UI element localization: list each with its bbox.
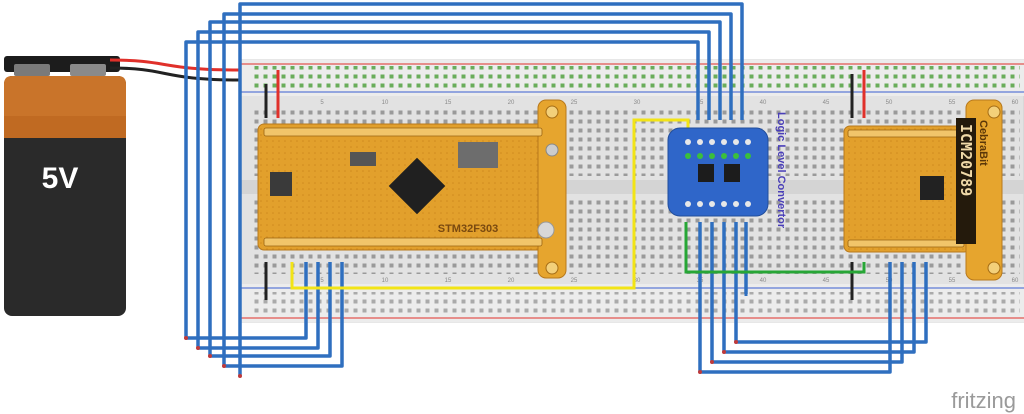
yellow-wire xyxy=(290,118,690,290)
sensor-board: CebraBit ICM20789 xyxy=(843,99,1003,281)
rail-jumpers xyxy=(264,70,866,300)
column-number-top-35: 35 xyxy=(697,100,704,106)
column-number-bottom-40: 40 xyxy=(760,278,767,284)
column-number-top-45: 45 xyxy=(823,100,830,106)
battery-leads xyxy=(109,58,241,82)
column-number-top-30: 30 xyxy=(634,100,641,106)
column-number-top-10: 10 xyxy=(382,100,389,106)
column-number-top-20: 20 xyxy=(508,100,515,106)
column-number-top-50: 50 xyxy=(886,100,893,106)
mcu-label: STM32F303 xyxy=(438,223,499,235)
column-number-bottom-45: 45 xyxy=(823,278,830,284)
wire-ends xyxy=(184,336,738,378)
battery: 5V xyxy=(4,56,126,316)
column-number-top-5: 5 xyxy=(320,100,324,106)
column-number-bottom-20: 20 xyxy=(508,278,515,284)
column-number-bottom-5: 5 xyxy=(320,278,324,284)
mcu-board: STM32F303 xyxy=(257,99,567,279)
logic-level-converter: Logic Level Convertor xyxy=(667,112,787,229)
sensor-model: ICM20789 xyxy=(957,124,975,196)
column-number-top-15: 15 xyxy=(445,100,452,106)
column-number-bottom-15: 15 xyxy=(445,278,452,284)
column-number-top-25: 25 xyxy=(571,100,578,106)
column-number-bottom-55: 55 xyxy=(949,278,956,284)
column-number-bottom-10: 10 xyxy=(382,278,389,284)
column-number-bottom-25: 25 xyxy=(571,278,578,284)
fritzing-watermark: fritzing xyxy=(951,388,1016,413)
column-number-top-40: 40 xyxy=(760,100,767,106)
battery-voltage-label: 5V xyxy=(42,162,79,195)
column-number-bottom-30: 30 xyxy=(634,278,641,284)
blue-wires xyxy=(184,2,928,376)
green-wire xyxy=(684,222,866,274)
column-number-top-60: 60 xyxy=(1012,100,1019,106)
sensor-brand: CebraBit xyxy=(977,120,989,166)
column-number-bottom-60: 60 xyxy=(1012,278,1019,284)
converter-label: Logic Level Convertor xyxy=(775,112,787,229)
column-number-top-55: 55 xyxy=(949,100,956,106)
